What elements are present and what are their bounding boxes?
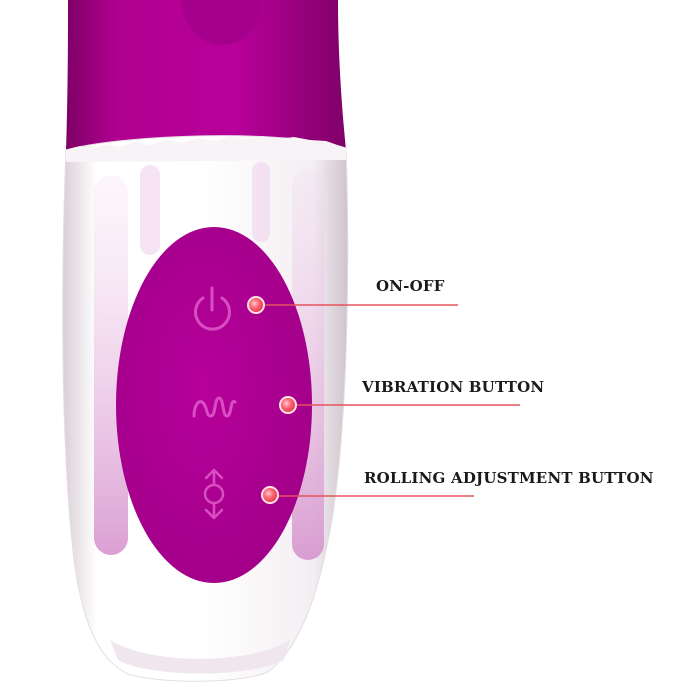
on-off-label: ON-OFF	[376, 277, 445, 295]
callout-dot-onoff	[247, 296, 265, 314]
power-icon[interactable]	[194, 286, 231, 331]
silicone-shaft	[66, 0, 346, 175]
rolling-adjustment-button-label: ROLLING ADJUSTMENT BUTTON	[364, 469, 654, 487]
silicone-tip	[182, 0, 262, 45]
callout-dot-vibration	[279, 396, 297, 414]
vibration-button-label: VIBRATION BUTTON	[362, 378, 545, 396]
seam-edge	[66, 136, 346, 162]
reflection-streak	[140, 165, 160, 255]
callout-dot-rolling	[261, 486, 279, 504]
wave-icon[interactable]	[192, 396, 237, 418]
reflection-streak	[94, 175, 128, 555]
base-highlight	[110, 640, 290, 674]
reflection-streak	[252, 162, 270, 242]
rotate-arrows-icon[interactable]	[203, 468, 225, 520]
